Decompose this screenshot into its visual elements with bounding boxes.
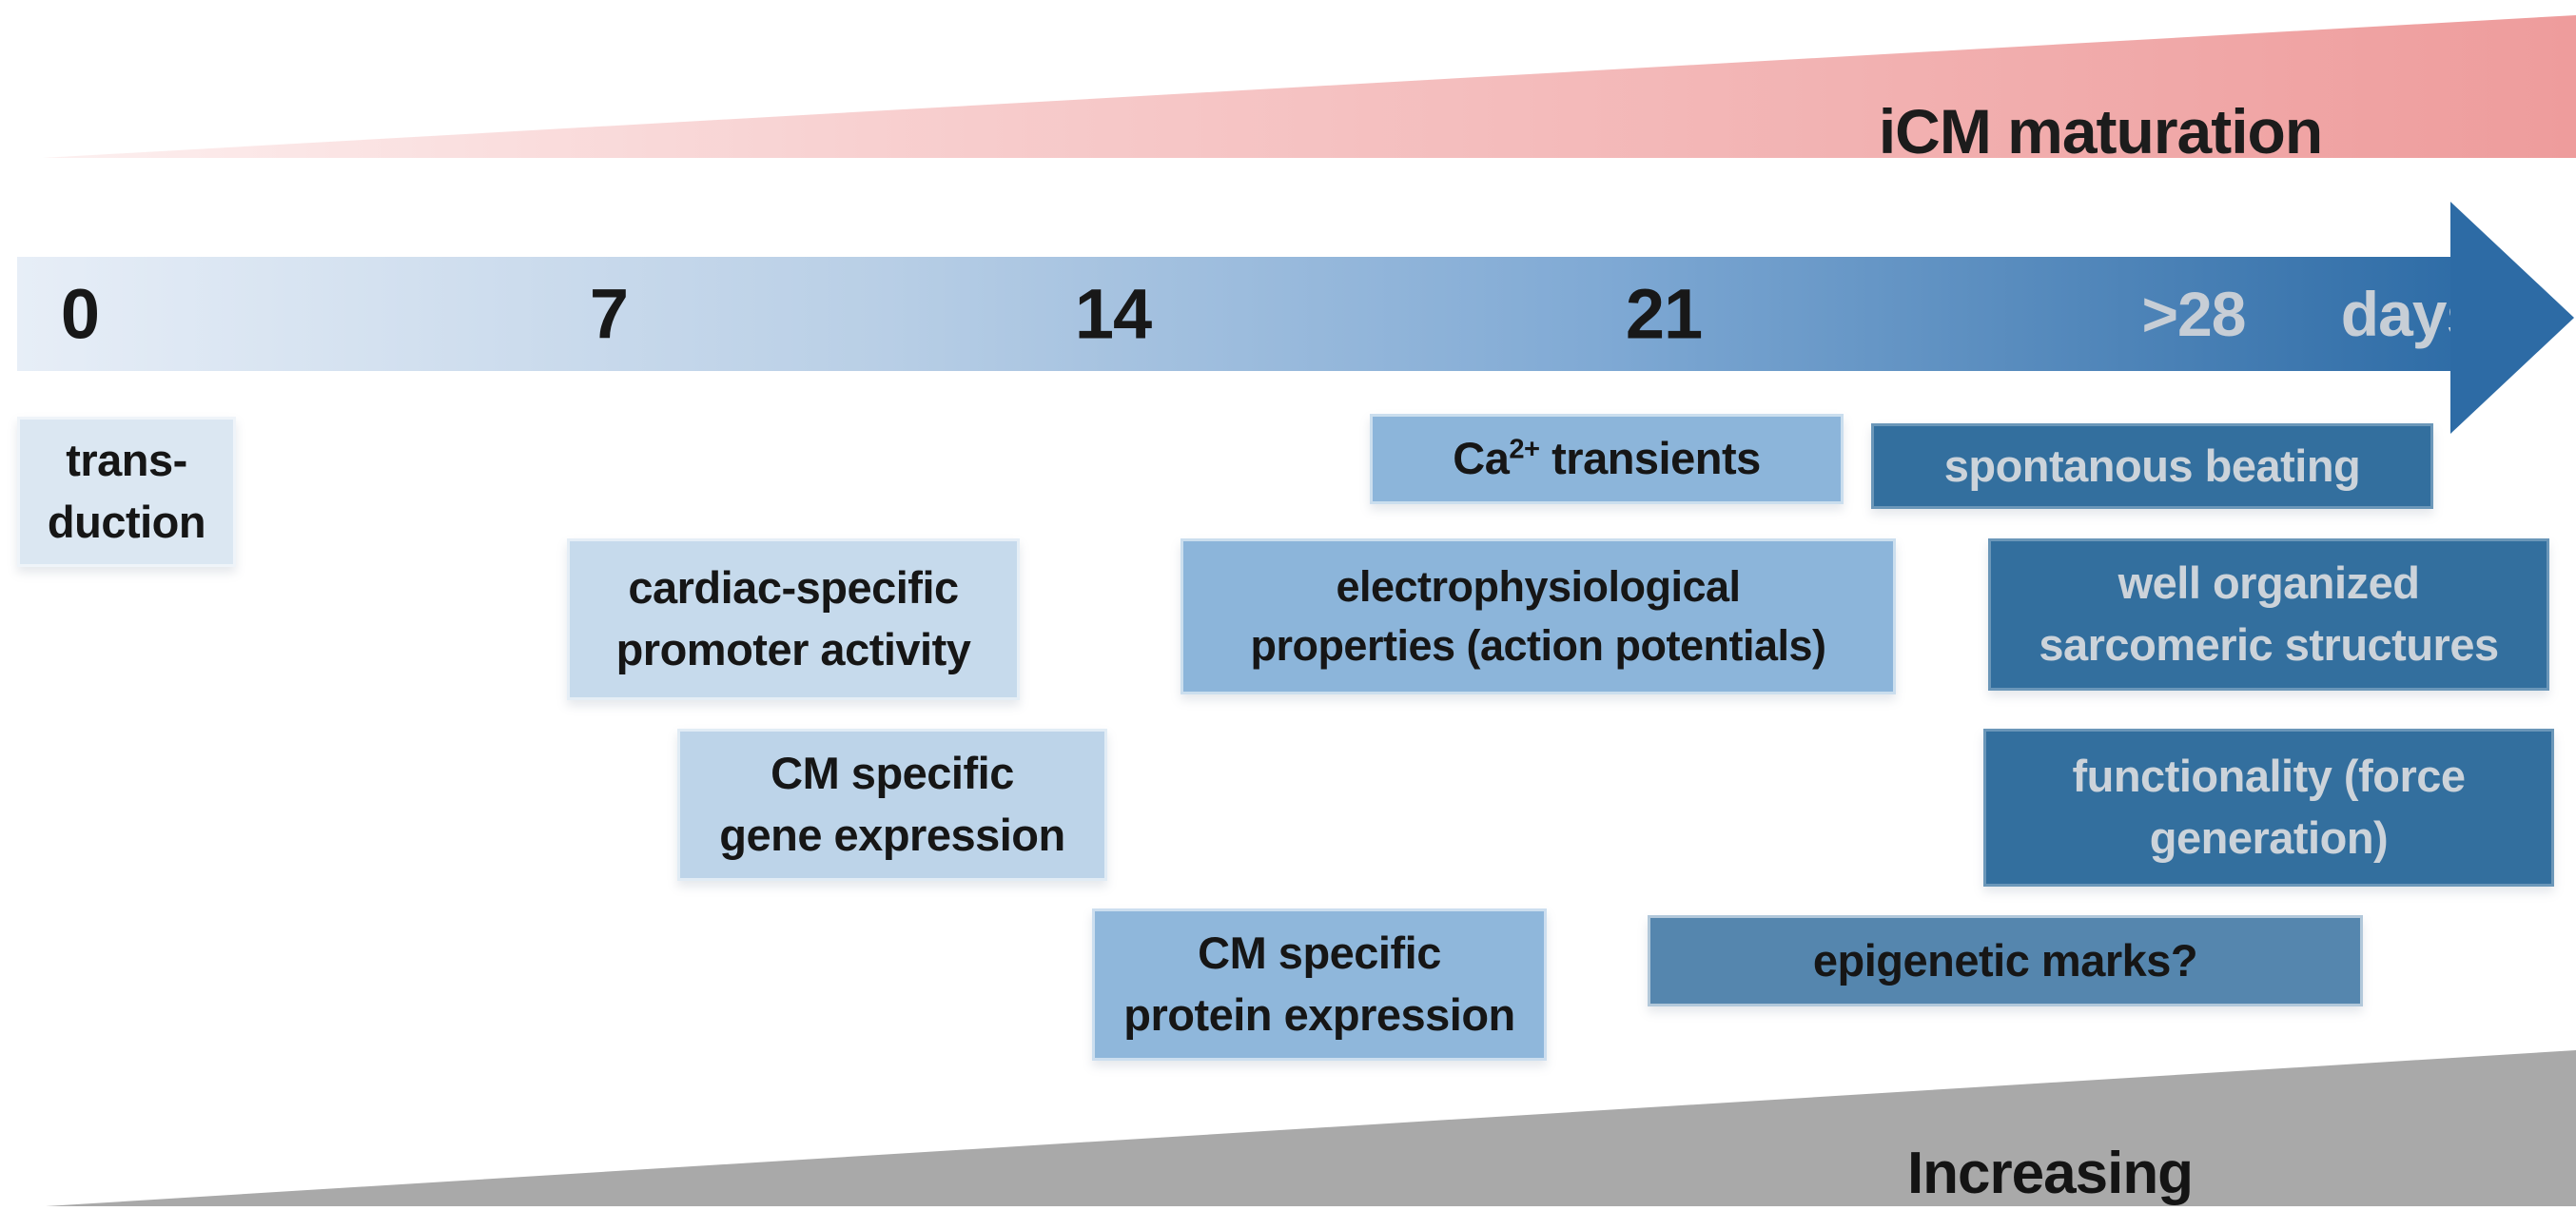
box-cm-specific-protein-expression: CM specific protein expression <box>1092 908 1547 1061</box>
maturation-band-label: iCM maturation <box>1878 96 2323 166</box>
box-functionality-line1: functionality (force <box>2072 751 2466 802</box>
box-cm-specific-gene-expression: CM specific gene expression <box>677 729 1107 881</box>
box-electrophysiological-properties: electrophysiological properties (action … <box>1181 538 1896 694</box>
box-protein-line1: CM specific <box>1198 928 1441 979</box>
box-gene-line1: CM specific <box>771 748 1014 799</box>
box-promoter-line2: promoter activity <box>615 624 971 674</box>
box-functionality-force-generation: functionality (force generation) <box>1983 729 2554 887</box>
box-cardiac-specific-promoter-activity: cardiac-specific promoter activity <box>567 538 1020 700</box>
box-sarcomere-line2: sarcomeric structures <box>2039 619 2499 670</box>
timeline-arrowhead <box>2450 202 2574 434</box>
tick-day-14: 14 <box>1074 274 1152 354</box>
box-well-organized-sarcomeric-structures: well organized sarcomeric structures <box>1988 538 2549 691</box>
box-functionality-line2: generation) <box>2149 812 2389 863</box>
tick-day-21: 21 <box>1625 274 1703 354</box>
box-ca-label: Ca2+ transients <box>1453 433 1761 484</box>
timeline-arrow-bar: 0 7 14 21 >28 days <box>17 257 2481 371</box>
maturation-gradient-triangle: iCM maturation <box>42 15 2576 166</box>
stringency-gradient-triangle: Increasing stringency <box>46 1050 2576 1206</box>
box-promoter-line1: cardiac-specific <box>628 562 959 614</box>
ca-superscript: 2+ <box>1509 434 1540 465</box>
box-transduction: trans- duction <box>17 417 236 567</box>
box-transduction-line2: duction <box>47 497 206 547</box>
tick-day-0: 0 <box>60 274 100 354</box>
tick-day-28plus: >28 <box>2141 279 2247 349</box>
box-electro-line2: properties (action potentials) <box>1250 621 1826 670</box>
box-protein-line2: protein expression <box>1123 989 1515 1040</box>
tick-day-7: 7 <box>589 274 629 354</box>
box-beating-line1: spontanous beating <box>1943 439 2361 491</box>
box-spontanous-beating: spontanous beating <box>1871 423 2433 509</box>
stringency-band-label: Increasing stringency <box>1906 1141 2194 1206</box>
box-sarcomere-line1: well organized <box>2117 557 2420 609</box>
box-electro-line1: electrophysiological <box>1336 561 1741 611</box>
box-transduction-line1: trans- <box>66 435 187 486</box>
box-calcium-transients: Ca2+ transients <box>1370 414 1844 504</box>
box-gene-line2: gene expression <box>719 810 1065 860</box>
box-epigenetic-line1: epigenetic marks? <box>1812 934 2198 986</box>
box-epigenetic-marks: epigenetic marks? <box>1648 915 2363 1006</box>
